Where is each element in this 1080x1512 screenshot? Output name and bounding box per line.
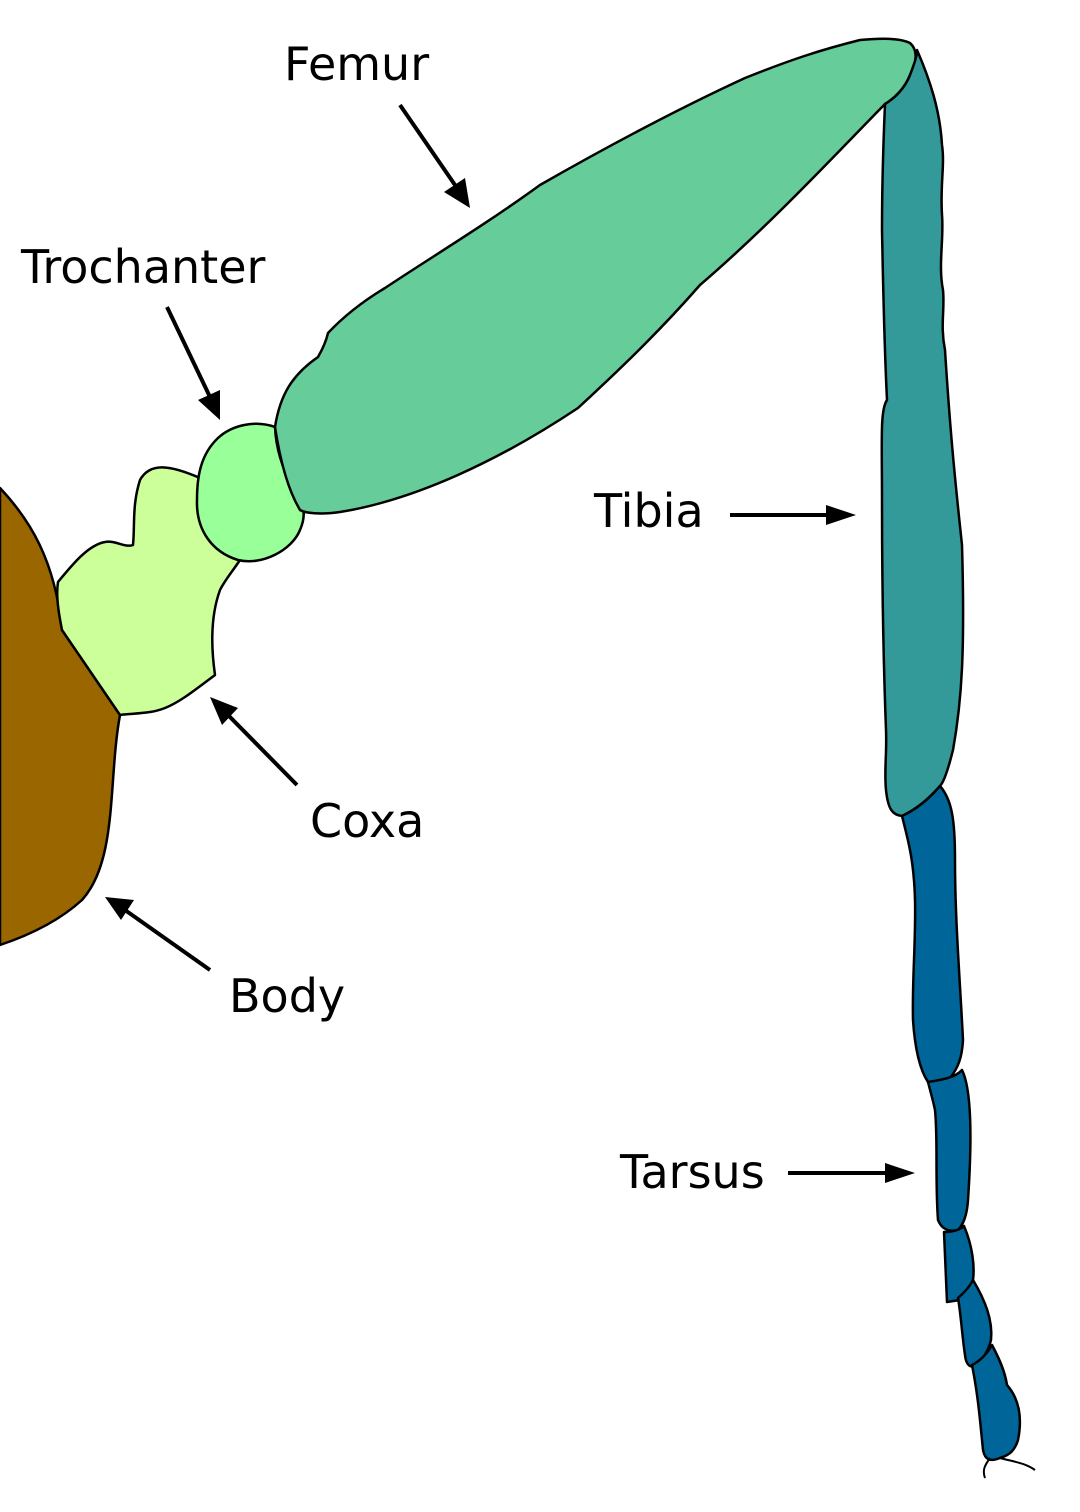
femur-segment <box>273 37 917 515</box>
body-arrow <box>105 897 212 972</box>
trochanter-arrow <box>165 306 220 420</box>
tarsus-label: Tarsus <box>619 1145 765 1199</box>
tarsus-segment-5 <box>970 1343 1022 1462</box>
tibia-label: Tibia <box>593 484 704 538</box>
coxa-segment <box>55 466 242 717</box>
tarsus-arrow <box>788 1163 915 1183</box>
femur-arrow <box>398 103 470 208</box>
coxa-label: Coxa <box>310 794 424 848</box>
tarsus-segment-2 <box>926 1068 972 1232</box>
tibia-segment <box>880 48 965 818</box>
tibia-arrow <box>730 505 856 525</box>
coxa-arrow <box>210 697 299 787</box>
body-label: Body <box>229 969 345 1023</box>
body-segment <box>0 486 122 947</box>
trochanter-label: Trochanter <box>20 240 266 294</box>
tarsus-segment-1 <box>900 784 965 1084</box>
femur-label: Femur <box>284 37 429 91</box>
tarsal-claw <box>982 1457 1036 1479</box>
